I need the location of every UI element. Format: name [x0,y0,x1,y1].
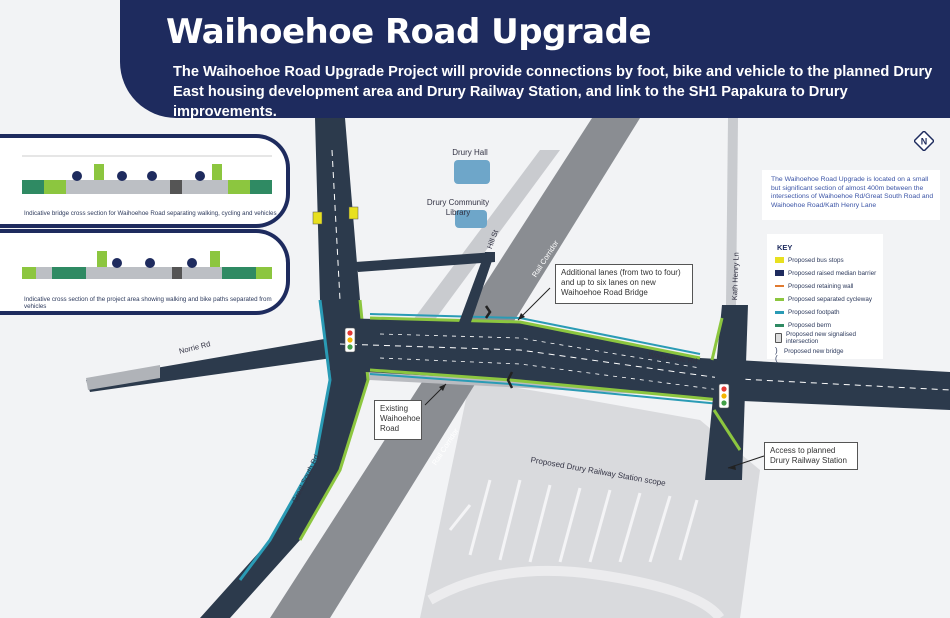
footpath-swatch [775,310,784,314]
great-south-footpath [238,299,332,581]
callout-arrow [517,287,551,321]
hill-st-vertical [458,252,495,325]
bridge-marker [506,371,514,389]
station-parking [448,479,699,563]
waihoehoe-cycleway-north [369,316,701,360]
bridge-marker [484,305,492,319]
north-arrow-icon: N [914,131,934,151]
info-panel: The Waihoehoe Road Upgrade is located on… [762,170,940,220]
header-banner: Waihoehoe Road Upgrade The Waihoehoe Roa… [120,0,950,120]
bus-stop-marker [312,211,323,225]
waihoehoe-lane-marking-3 [379,357,721,391]
waihoehoe-lane-marking [339,343,950,391]
median-barrier-swatch [775,270,784,276]
bridge-swatch: )( [775,346,778,363]
key-item: Proposed berm [775,320,885,330]
community-library-building [455,210,487,228]
key-item: Proposed raised median barrier [775,268,885,278]
drury-hall-building [454,160,490,184]
cross-section-bridge: Indicative bridge cross section for Waih… [0,134,290,228]
drury-hall-label: Drury Hall [452,148,488,157]
key-item: Proposed bus stops [775,255,885,265]
waihoehoe-road [330,318,950,410]
norrie-road-light [86,365,160,390]
signal-great-south [344,327,356,353]
cycleway-swatch [775,297,784,301]
cross-section-project: Indicative cross section of the project … [0,229,290,315]
hill-st-light [398,150,560,340]
bus-stop-marker [348,206,359,220]
kath-henry-ln-label: Kath Henry Ln [730,252,741,301]
cross-section-caption: Indicative bridge cross section for Waih… [24,210,277,217]
signal-swatch [775,333,782,343]
page-subtitle: The Waihoehoe Road Upgrade Project will … [173,64,933,120]
hill-st-link [355,252,495,272]
kath-henry-light [726,118,738,305]
north-label: N [921,137,928,147]
key-title: KEY [777,243,793,252]
signal-kath-henry [718,383,730,409]
cross-section-bridge-drawing [22,155,272,194]
callout-existing-road: Existing Waihoehoe Road [374,400,422,440]
key-item: )(Proposed new bridge [775,346,844,363]
cross-section-project-drawing [22,251,272,279]
cross-section-caption: Indicative cross section of the project … [24,296,272,310]
retaining-wall-swatch [775,285,784,287]
station-loop-road [427,565,725,618]
berm-swatch [775,323,784,327]
bus-stop-swatch [775,257,784,263]
key-item: Proposed footpath [775,307,885,317]
station-scope-area [420,380,760,618]
waihoehoe-cycleway-south [369,368,721,402]
key-item: Proposed new signalised intersection [775,331,885,345]
key-item: Proposed separated cycleway [775,294,885,304]
page-title: Waihoehoe Road Upgrade [166,12,652,52]
map-key: KEY Proposed bus stops Proposed raised m… [767,234,885,363]
waihoehoe-lane-marking-2 [379,333,701,369]
key-item: Proposed retaining wall [775,281,885,291]
community-library-label: Drury Community Library [426,198,490,217]
callout-additional-lanes: Additional lanes (from two to four) and … [555,264,693,304]
callout-station-access: Access to planned Drury Railway Station [764,442,858,470]
